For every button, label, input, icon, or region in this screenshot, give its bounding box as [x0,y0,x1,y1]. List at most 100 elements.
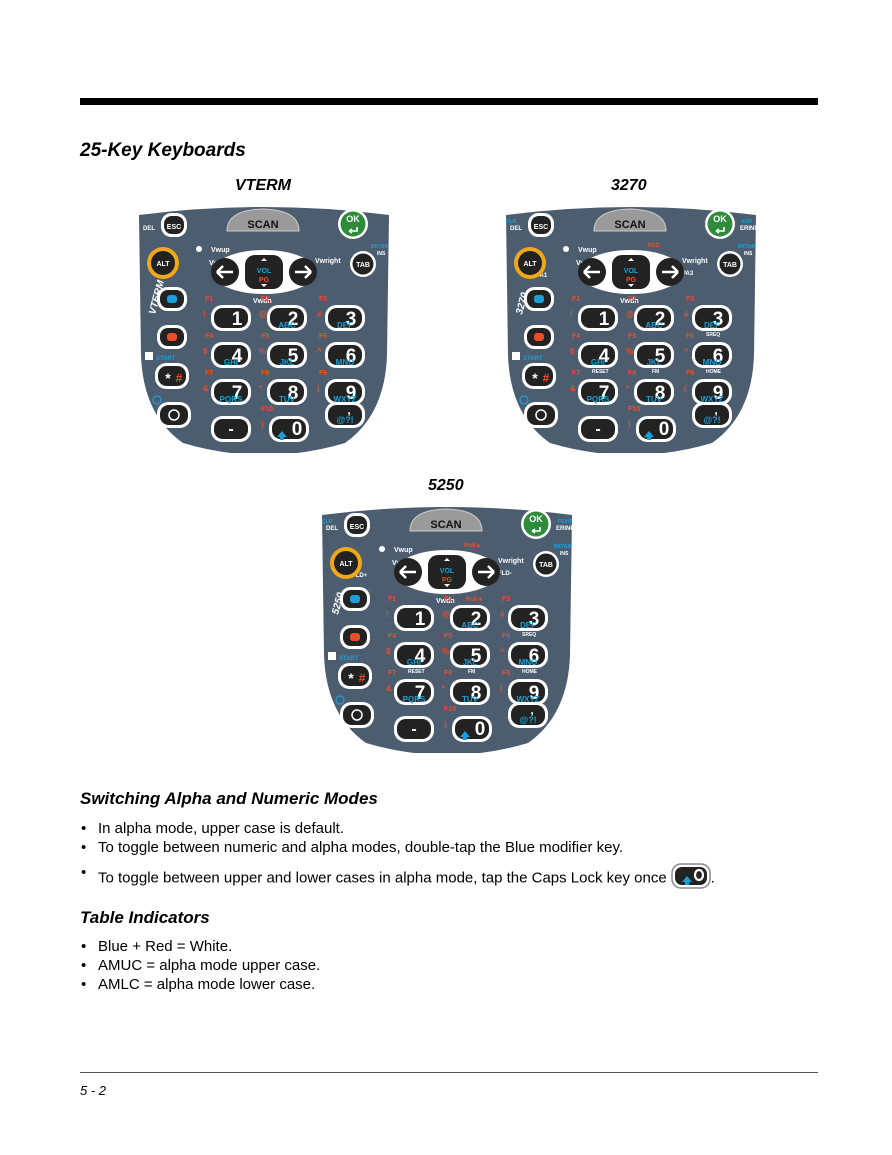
red-modifier-key[interactable] [524,325,554,349]
esc-key[interactable]: ESC [528,213,554,237]
alt-key[interactable]: ALT [147,247,179,279]
symbol-label-9: ( [500,684,503,693]
backlight-key[interactable] [524,402,558,428]
top-right-blue: FEXIT [558,519,572,525]
vol-label: VOL [440,568,455,575]
indicator-led [563,246,569,252]
ok-key[interactable]: OK [338,209,368,239]
dash-key[interactable]: - [578,416,618,442]
ok-key[interactable]: OK [705,209,735,239]
symbol-label-6: ^ [684,347,689,356]
blue-dot [167,295,177,303]
fkey-label-10: F10 [261,406,273,413]
red-modifier-key[interactable] [157,325,187,349]
digit-1-key[interactable]: 1 [578,305,618,331]
keyboard-label-5250: 5250 [428,477,464,495]
fkey-label-3: F3 [319,296,327,303]
esc-label: ESC [534,224,548,231]
digit-0-key[interactable]: 0 [452,716,492,742]
digit-7-key-letters: PQRS [587,395,610,404]
star-hash-key[interactable]: *# [155,363,189,389]
at-question-key[interactable]: ,@?! [325,402,365,428]
at-question-key[interactable]: ,@?! [508,702,548,728]
label-8: FM [652,369,659,375]
at-question-key[interactable]: ,@?! [692,402,732,428]
digit-1-key[interactable]: 1 [211,305,251,331]
backlight-key[interactable] [157,402,191,428]
ok-label: OK [346,214,360,224]
list-item: To toggle between upper and lower cases … [80,863,715,894]
digit-5-key-letters: JKL [279,358,294,367]
tab-key[interactable]: TAB [350,251,376,277]
alt-label: ALT [523,261,537,268]
top-left-blue: CLR [322,519,333,525]
digit-1-key[interactable]: 1 [394,605,434,631]
red-modifier-key[interactable] [340,625,370,649]
vwright-label: Vwright [498,558,524,565]
label-6: SREQ [522,632,536,638]
fkey-label-3: F3 [686,296,694,303]
vwright-label: Vwright [682,258,708,265]
esc-key[interactable]: ESC [344,513,370,537]
keyboard-5250: ESCCLRDELSCANOKFEXITERINPVwupRoll▲Vwleft… [318,505,576,753]
dash-key[interactable]: - [211,416,251,442]
esc-key[interactable]: ESC [161,213,187,237]
digit-0-key[interactable]: 0 [636,416,676,442]
indicator-led [379,546,385,552]
digit-0-key[interactable]: 0 [269,416,309,442]
star-hash-key[interactable]: *# [338,663,372,689]
tab-small-2: INS [377,251,386,257]
top-left-white: DEL [510,226,522,232]
alt-label: ALT [339,561,353,568]
alt-key[interactable]: ALT [514,247,546,279]
tab-key[interactable]: TAB [533,551,559,577]
symbol-label-9: ( [684,384,687,393]
digit-7-key-letters: PQRS [220,395,243,404]
tab-small-2: INS [560,551,569,557]
digit-0-label: 0 [475,719,486,740]
symbol-label-6: ^ [317,347,322,356]
backlight-key[interactable] [340,702,374,728]
tab-key[interactable]: TAB [717,251,743,277]
vwup-label: Vwup [578,247,597,254]
dash-key[interactable]: - [394,716,434,742]
ok-key[interactable]: OK [521,509,551,539]
digit-8-key-letters: TUV [646,395,663,404]
symbol-label-1: ! [203,310,206,319]
symbol-label-6: ^ [500,647,505,656]
dash-label: - [228,421,233,438]
digit-6-key-letters: MNO [519,658,538,667]
alt-key[interactable]: ALT [330,547,362,579]
indicator-led [196,246,202,252]
page-title: 25-Key Keyboards [80,140,246,162]
star-hash-key[interactable]: *# [522,363,556,389]
label-8: FM [468,669,475,675]
